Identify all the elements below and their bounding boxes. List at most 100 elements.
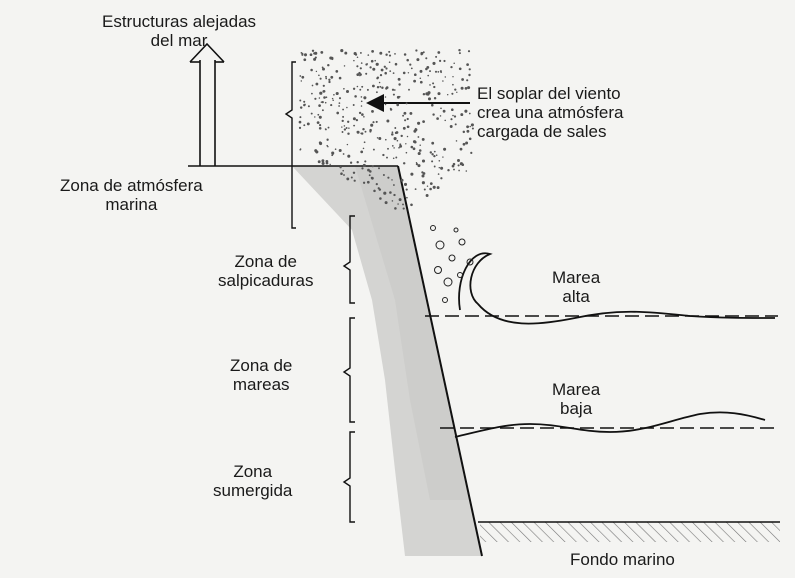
salt-particle <box>437 92 441 96</box>
salt-particle <box>378 81 381 84</box>
salt-particle <box>436 117 439 120</box>
salt-particle <box>327 63 330 67</box>
salt-particle <box>433 96 437 100</box>
label-fondo-marino: Fondo marino <box>570 550 675 569</box>
salt-particle <box>325 96 328 99</box>
salt-particle <box>313 57 317 61</box>
salt-particle <box>389 70 392 72</box>
salt-particle <box>327 145 329 148</box>
salt-particle <box>325 160 329 163</box>
salt-particle <box>317 113 320 116</box>
salt-particle <box>462 142 466 146</box>
label-zona-salpicaduras-line1: Zona de <box>234 252 297 271</box>
salt-particle <box>419 144 421 146</box>
label-zona-atmosfera-line2: marina <box>105 195 158 214</box>
salt-particle <box>353 124 356 127</box>
salt-particle <box>371 109 374 113</box>
salt-particle <box>300 80 303 82</box>
salt-particle <box>459 162 463 166</box>
label-marea-alta-line1: Marea <box>552 268 601 287</box>
salt-particle <box>364 160 367 163</box>
salt-particle <box>465 170 468 172</box>
salt-particle <box>325 75 327 78</box>
salt-particle <box>458 67 462 71</box>
salt-particle <box>451 164 455 168</box>
salt-particle <box>410 145 414 149</box>
salt-particle <box>440 71 442 74</box>
label-marea-alta-line2: alta <box>562 287 590 306</box>
salt-particle <box>376 77 379 80</box>
label-estructuras-line2: del mar <box>150 31 208 50</box>
salt-particle <box>342 169 344 172</box>
salt-particle <box>356 85 359 88</box>
salt-particle <box>393 147 395 149</box>
salt-particle <box>311 49 315 53</box>
salt-particle <box>429 70 431 73</box>
salt-particle <box>454 88 457 91</box>
salt-particle <box>460 113 464 117</box>
salt-particle <box>421 171 424 174</box>
salt-particle <box>421 159 426 163</box>
salt-particle <box>457 164 460 167</box>
salt-particle <box>458 169 460 172</box>
salt-particle <box>375 120 378 123</box>
salt-particle <box>452 162 456 166</box>
salt-particle <box>335 70 339 73</box>
salt-particle <box>359 67 362 70</box>
salt-particle <box>391 200 394 202</box>
salt-particle <box>356 65 359 68</box>
salt-particle <box>423 188 426 191</box>
salt-particle <box>417 136 420 138</box>
salt-particle <box>398 95 401 98</box>
salt-particle <box>433 165 436 168</box>
salt-particle <box>406 117 409 121</box>
salt-particle <box>392 184 395 186</box>
label-marea-baja-line1: Marea <box>552 380 601 399</box>
salt-particle <box>361 167 364 170</box>
salt-particle <box>405 151 408 154</box>
salt-particle <box>435 154 438 156</box>
salt-particle <box>450 65 453 69</box>
salt-particle <box>310 112 313 115</box>
salt-particle <box>395 156 398 159</box>
salt-particle <box>389 108 393 111</box>
salt-particle <box>350 176 353 179</box>
salt-particle <box>425 57 428 60</box>
salt-particle <box>370 59 374 63</box>
salt-particle <box>400 134 403 138</box>
salt-particle <box>391 179 393 181</box>
salt-particle <box>356 56 359 59</box>
bracket-atmosfera <box>284 61 296 229</box>
salt-particle <box>386 156 388 159</box>
salt-particle <box>303 58 307 62</box>
salt-particle <box>386 119 390 123</box>
salt-particle <box>317 160 321 164</box>
salt-particle <box>402 203 404 206</box>
salt-particle <box>394 207 397 210</box>
salt-particle <box>385 53 388 56</box>
salt-particle <box>425 92 429 96</box>
sea-bottom-hatch <box>480 522 780 542</box>
salt-particle <box>416 58 420 62</box>
salt-particle <box>325 77 328 80</box>
salt-particle <box>343 174 345 176</box>
salt-particle <box>410 67 413 70</box>
salt-particle <box>405 143 407 145</box>
salt-particle <box>365 63 368 66</box>
salt-particle <box>421 174 424 177</box>
salt-particle <box>440 107 442 110</box>
label-marea-baja-line2: baja <box>560 399 593 418</box>
salt-particle <box>405 188 408 191</box>
salt-particle <box>433 150 436 153</box>
salt-particle <box>310 68 313 72</box>
salt-particle <box>361 113 364 116</box>
salt-particle <box>417 121 421 125</box>
salt-particle <box>444 119 446 122</box>
salt-particle <box>360 100 363 103</box>
salt-particle <box>348 127 350 129</box>
salt-particle <box>343 65 346 67</box>
salt-particle <box>363 141 366 144</box>
salt-particle <box>338 97 342 100</box>
salt-particle <box>453 62 455 65</box>
salt-particle <box>319 77 322 80</box>
